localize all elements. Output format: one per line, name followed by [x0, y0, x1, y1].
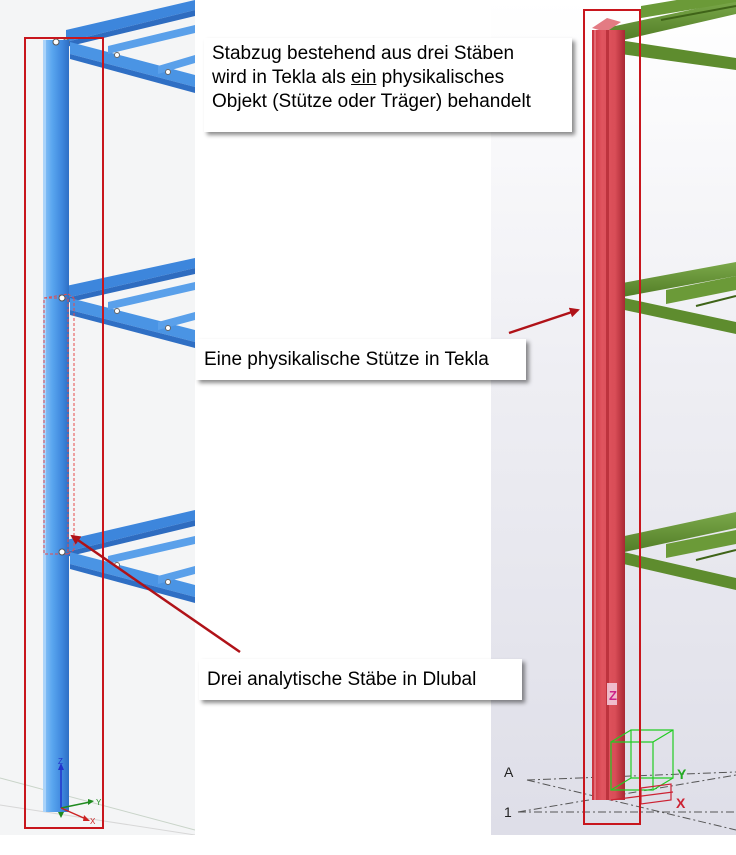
callout-top-underlined-word: ein [351, 67, 377, 88]
callout-dlubal-members: Drei analytische Stäbe in Dlubal [199, 659, 522, 700]
tekla-column [592, 18, 625, 800]
tekla-beams-level-3 [606, 512, 736, 590]
arrow-to-dlubal-member [70, 534, 241, 654]
tekla-model-drawing: A 1 [504, 0, 736, 831]
callout-top-line-3: Objekt (Stütze oder Träger) behandelt [212, 91, 531, 112]
callout-top-line-2-start: wird in Tekla als [212, 67, 352, 88]
dlubal-highlight-frame [24, 37, 104, 829]
grid-label-1: 1 [504, 804, 512, 820]
tekla-model-view: A 1 [491, 0, 736, 835]
callout-tekla-column: Eine physikalische Stütze in Tekla [196, 339, 526, 380]
dlubal-beams-level-2 [62, 258, 195, 348]
selected-member-outline [43, 293, 75, 555]
dlubal-column [43, 40, 69, 812]
arrow-to-tekla-column [508, 307, 580, 335]
dlubal-model-view: Z Y X [0, 0, 196, 836]
callout-member-set: Stabzug bestehend aus drei Stäben wird i… [204, 38, 572, 132]
z-axis-label: Z [609, 688, 617, 703]
dlubal-model-drawing: Z Y X [0, 0, 196, 836]
node [58, 294, 66, 302]
y-axis-label: Y [96, 798, 102, 807]
dlubal-beams-level-3 [62, 510, 195, 603]
dlubal-axis-triad: Z Y X [58, 757, 102, 826]
callout-top-line-2-end: physikalisches [376, 67, 505, 88]
grid-label-a: A [504, 764, 514, 780]
node [58, 548, 66, 556]
grid-lines [517, 771, 736, 831]
callout-top-line-2: wird in Tekla als ein physikalisches [212, 66, 564, 90]
x-axis-label: X [676, 795, 686, 811]
grid-line [0, 777, 196, 831]
tekla-highlight-frame [583, 9, 641, 825]
tekla-beams-level-2 [606, 262, 736, 334]
callout-top-line-1: Stabzug bestehend aus drei Stäben [212, 43, 515, 64]
x-axis-label: X [90, 817, 96, 826]
z-axis-label: Z [58, 757, 63, 766]
tekla-beams-level-1 [606, 0, 736, 70]
y-axis-label: Y [677, 766, 687, 782]
grid-line [0, 804, 196, 836]
